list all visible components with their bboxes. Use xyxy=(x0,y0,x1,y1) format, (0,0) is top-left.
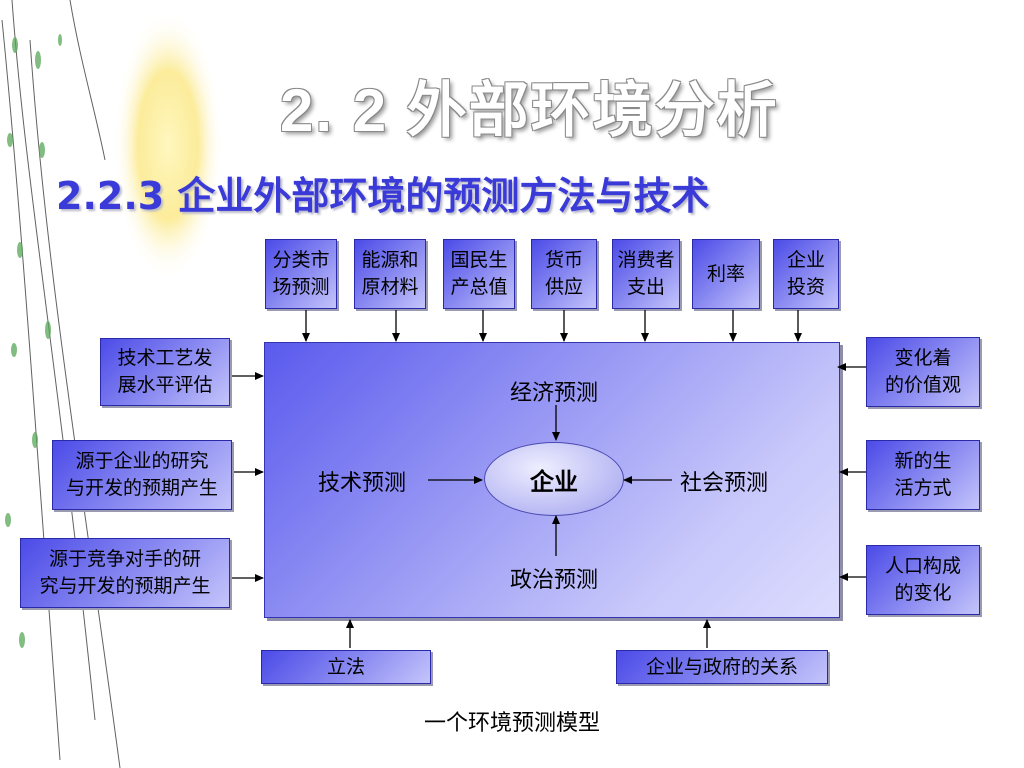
factor-label-line: 企业与政府的关系 xyxy=(645,655,798,678)
factor-box-money-supply: 货币供应 xyxy=(531,239,597,309)
factor-box-gdp: 国民生产总值 xyxy=(443,239,515,309)
factor-label-line: 分类市 xyxy=(272,249,330,271)
factor-label-line: 原材料 xyxy=(361,276,419,298)
factor-label-line: 立法 xyxy=(326,655,365,678)
factor-label-line: 企业 xyxy=(786,249,825,271)
factor-label-line: 的价值观 xyxy=(884,374,961,396)
factor-label-line: 供应 xyxy=(544,276,583,298)
social-forecast-label: 社会预测 xyxy=(680,471,769,496)
factor-label-line: 货币 xyxy=(544,249,583,271)
factor-label-line: 利率 xyxy=(706,262,745,285)
factor-box-competitor-rnd: 源于竞争对手的研究与开发的预期产生 xyxy=(20,538,230,608)
factor-box-population-change: 人口构成的变化 xyxy=(866,545,980,615)
technology-forecast-label: 技术预测 xyxy=(318,471,407,496)
factor-label-line: 场预测 xyxy=(272,276,330,298)
factor-label-line: 新的生 xyxy=(894,450,952,472)
factor-label-line: 投资 xyxy=(786,276,825,298)
factor-label-line: 消费者 xyxy=(617,249,675,271)
factor-label-line: 的变化 xyxy=(894,582,952,604)
factor-label-line: 变化着 xyxy=(894,347,952,369)
factor-box-legislation: 立法 xyxy=(261,650,431,684)
enterprise-label: 企业 xyxy=(530,467,578,496)
factor-label-line: 产总值 xyxy=(450,276,508,298)
factor-box-energy: 能源和原材料 xyxy=(354,239,426,309)
factor-box-consumer-spending: 消费者支出 xyxy=(612,239,680,309)
slide-subtitle: 2.2.3 企业外部环境的预测方法与技术 xyxy=(56,174,710,218)
factor-box-changing-values: 变化着的价值观 xyxy=(866,337,980,407)
factor-label-line: 与开发的预期产生 xyxy=(65,477,218,499)
factor-label-line: 活方式 xyxy=(894,477,952,499)
factor-label-line: 人口构成 xyxy=(884,555,961,577)
factor-label-line: 国民生 xyxy=(450,249,508,271)
factor-box-new-lifestyle: 新的生活方式 xyxy=(866,440,980,510)
factor-label-line: 源于企业的研究 xyxy=(75,450,209,472)
diagram-caption: 一个环境预测模型 xyxy=(423,711,600,736)
factor-box-own-rnd: 源于企业的研究与开发的预期产生 xyxy=(52,440,232,510)
factor-box-business-investment: 企业投资 xyxy=(773,239,839,309)
factor-box-tech-assessment: 技术工艺发展水平评估 xyxy=(100,338,230,406)
factor-box-interest-rate: 利率 xyxy=(692,239,760,309)
slide-title: 2. 2 外部环境分析 xyxy=(280,77,779,144)
political-forecast-label: 政治预测 xyxy=(510,568,599,593)
factor-label-line: 能源和 xyxy=(361,249,419,271)
factor-label-line: 展水平评估 xyxy=(117,374,213,396)
factor-box-market-forecast: 分类市场预测 xyxy=(265,239,337,309)
factor-label-line: 技术工艺发 xyxy=(117,347,213,369)
economic-forecast-label: 经济预测 xyxy=(510,381,599,406)
factor-label-line: 源于竞争对手的研 xyxy=(48,548,201,570)
factor-label-line: 究与开发的预期产生 xyxy=(39,575,211,597)
factor-label-line: 支出 xyxy=(626,276,665,298)
factor-box-business-government: 企业与政府的关系 xyxy=(616,650,828,684)
